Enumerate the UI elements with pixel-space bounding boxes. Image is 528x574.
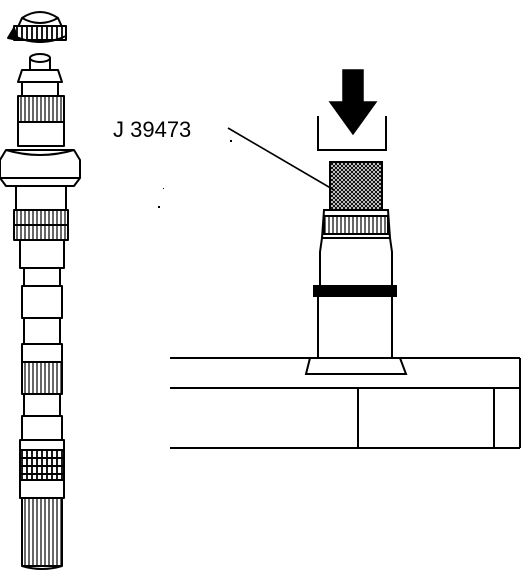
middle-splines [21,361,63,395]
tool-callout-label: J 39473 [113,117,191,142]
scan-specks [158,140,232,208]
shaft-collar-body [17,121,65,147]
callout-leader-line [227,127,335,191]
shaft-step-3 [21,285,63,319]
housing-base-flange [304,357,408,375]
output-splines [21,497,63,567]
press-bed [170,357,521,449]
shaft-step-5 [21,343,63,363]
shaft-step-7 [21,415,63,441]
press-ram [317,116,387,151]
shaft-nose [17,53,63,97]
upper-splines [17,95,65,123]
press-arrow-icon [328,69,378,136]
tool-knurled-handle [329,161,383,211]
shaft-step-6 [23,393,61,417]
installer-tool [320,161,392,239]
bearing-lower [19,439,65,499]
housing-body [304,237,408,375]
shaft-step-4 [23,317,61,345]
bearing-top [7,11,67,43]
shaft-flange [0,149,81,187]
shaft-step-1 [19,239,65,269]
shaft-step-2 [23,267,61,287]
shaft-body-1 [15,185,67,211]
housing-snap-ring [313,285,397,297]
shaft-assembly [0,11,81,570]
